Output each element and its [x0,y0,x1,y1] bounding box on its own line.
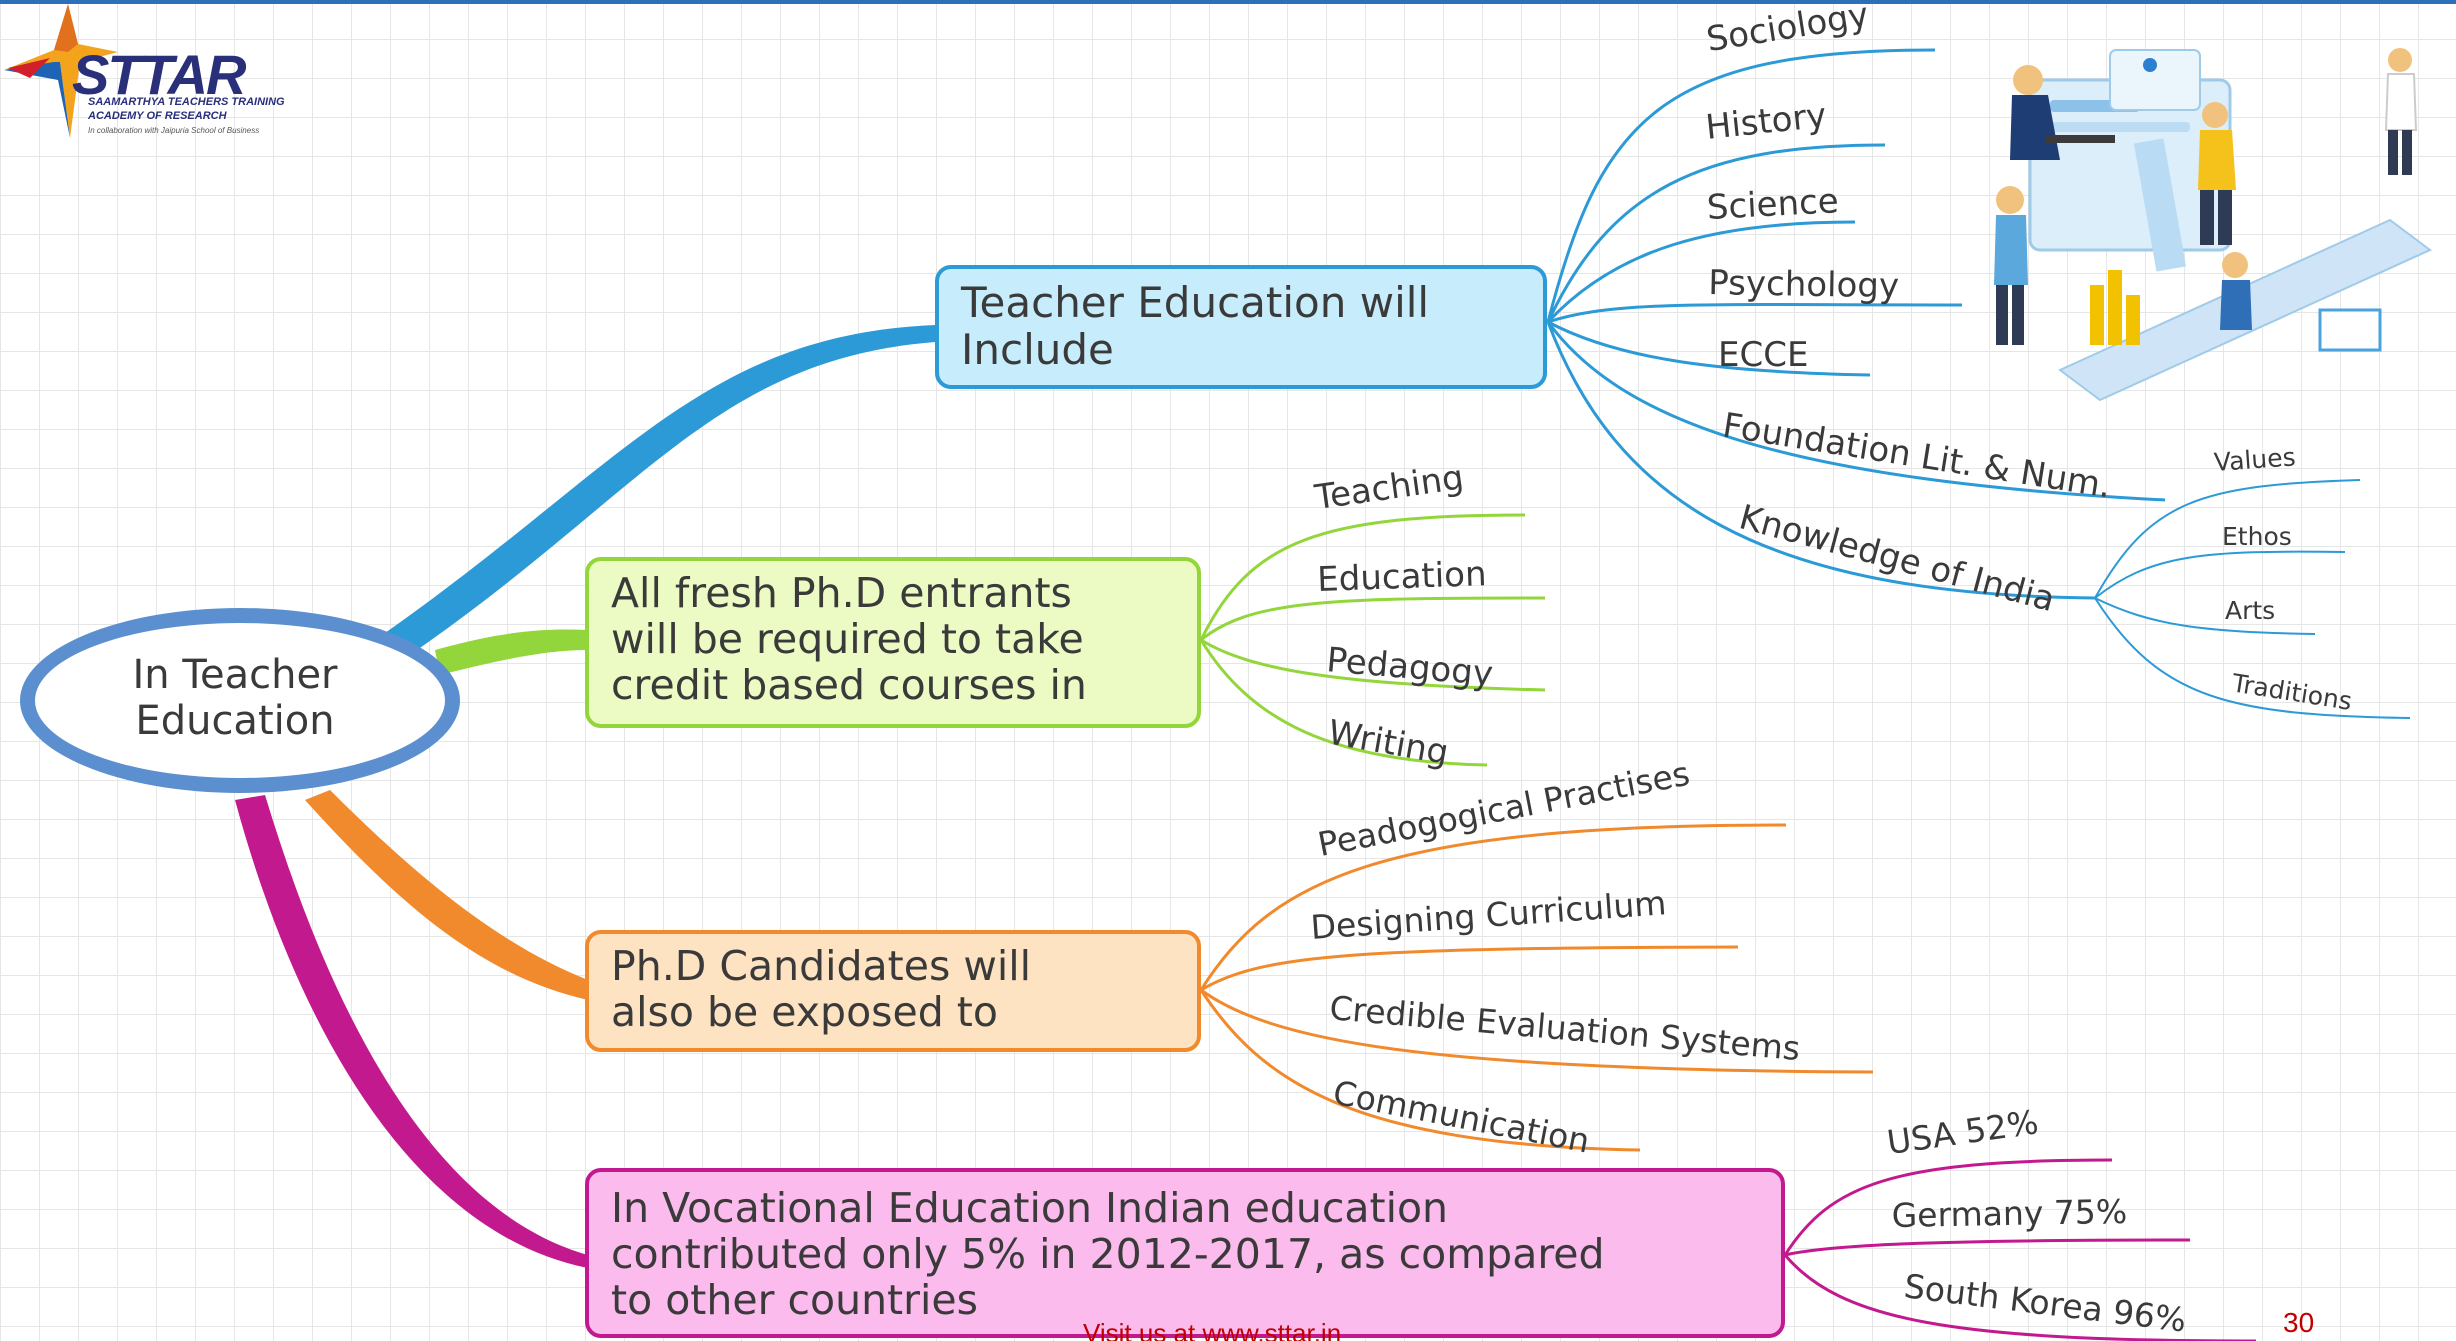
branch-vocational-education: In Vocational Education Indian education… [585,1168,1785,1338]
logo-subtitle-1: SAAMARTHYA TEACHERS TRAINING [88,96,285,108]
connector-central-exposed [305,790,588,1000]
central-node-label: In Teacher Education [132,652,338,744]
sttar-logo: STTAR SAAMARTHYA TEACHERS TRAINING ACADE… [0,0,300,150]
logo-subtitle-2: ACADEMY OF RESEARCH [88,110,227,122]
team-learning-illustration [1994,48,2432,402]
leaf-psychology: Psychology [1708,263,1900,307]
leaf-science: Science [1705,181,1840,228]
branch-phd-entrants-courses: All fresh Ph.D entrants will be required… [585,557,1201,728]
logo-subtitle-3: In collaboration with Jaipuria School of… [88,126,260,135]
leaf-ecce: ECCE [1718,335,1809,375]
connector-central-voc [235,795,588,1268]
leaf-education: Education [1316,554,1488,600]
branch-phd-candidates-exposed: Ph.D Candidates will also be exposed to [585,930,1201,1052]
subleaf-values: Values [2212,442,2297,477]
subleaf-arts: Arts [2225,596,2276,625]
connector-central-phd [435,629,588,675]
footer-website-link[interactable]: Visit us at www.sttar.in [1083,1318,1342,1341]
top-accent-line [0,0,2456,4]
connector-central-teacher [375,325,935,665]
subleaf-ethos: Ethos [2222,522,2292,551]
page-number: 30 [2283,1307,2315,1338]
logo-name: STTAR [72,43,246,106]
branch-teacher-education-include: Teacher Education will Include [935,265,1547,389]
star-logo-icon [4,4,118,138]
leaf-germany-75: Germany 75% [1891,1191,2128,1235]
